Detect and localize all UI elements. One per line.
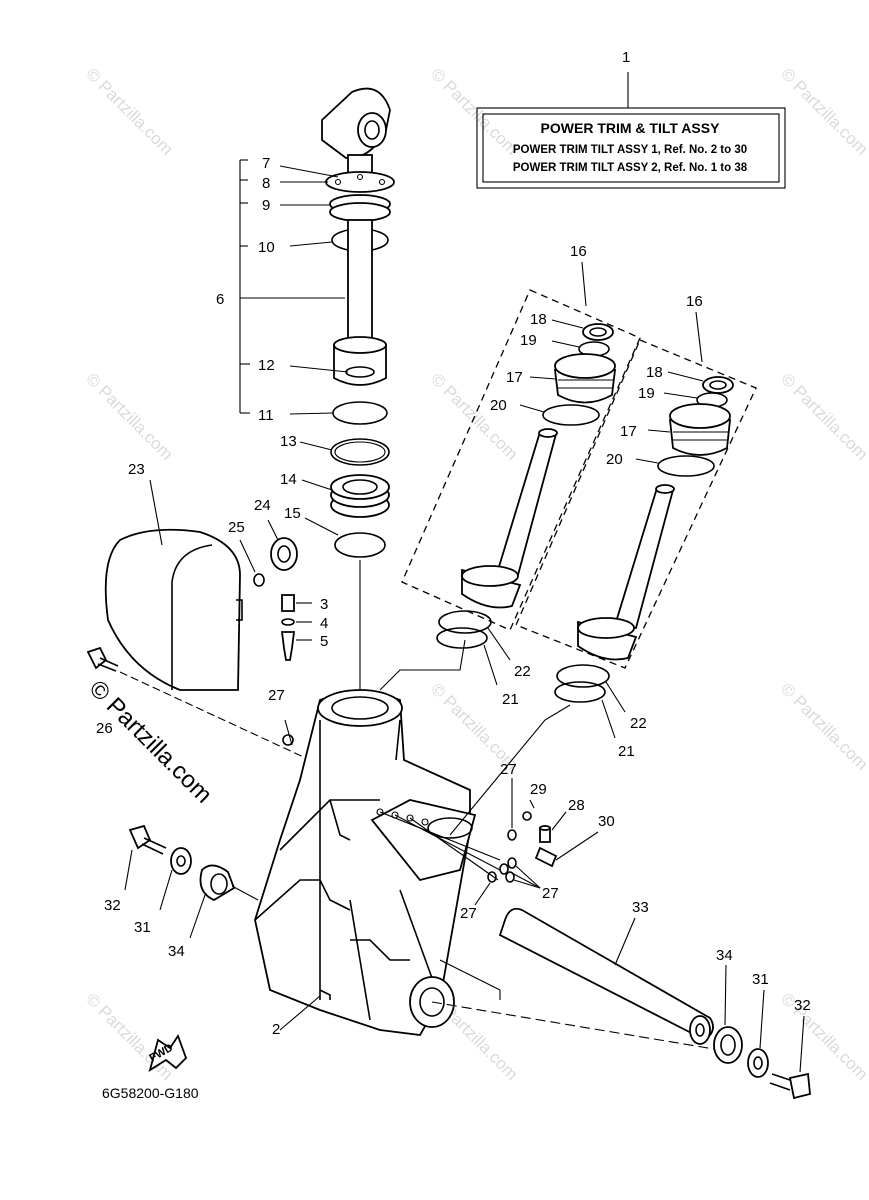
watermark-8: © Partzilla.com xyxy=(777,679,869,773)
callout-15: 15 xyxy=(284,505,301,522)
seals-left xyxy=(436,610,511,686)
callout-20-a: 20 xyxy=(490,397,507,414)
callout-21-b: 21 xyxy=(618,743,635,760)
callout-27-c: 27 xyxy=(542,885,559,902)
callout-26: 26 xyxy=(96,720,113,737)
watermark-4: © Partzilla.com xyxy=(82,369,176,463)
callout-20-b: 20 xyxy=(606,451,623,468)
cover-23 xyxy=(104,479,298,691)
title-line-1: POWER TRIM TILT ASSY 1, Ref. No. 2 to 30 xyxy=(513,144,747,156)
callout-6: 6 xyxy=(216,291,224,308)
callout-31-a: 31 xyxy=(134,919,151,936)
trim-ram-group-left xyxy=(401,261,641,631)
callout-4: 4 xyxy=(320,615,328,632)
callout-27-a: 27 xyxy=(268,687,285,704)
watermark-11: © Partzilla.com xyxy=(777,989,869,1083)
callout-12: 12 xyxy=(258,357,275,374)
callout-24: 24 xyxy=(254,497,271,514)
cylinder-body xyxy=(254,689,721,1051)
callout-7: 7 xyxy=(262,155,270,172)
callout-30: 30 xyxy=(598,813,615,830)
callout-5: 5 xyxy=(320,633,328,650)
bracket-6 xyxy=(239,159,349,536)
tilt-ram xyxy=(321,87,395,700)
callout-17-b: 17 xyxy=(620,423,637,440)
callout-18-a: 18 xyxy=(530,311,547,328)
callout-1: 1 xyxy=(622,49,630,66)
callout-16-a: 16 xyxy=(570,243,587,260)
callout-25: 25 xyxy=(228,519,245,536)
callouts: 7 8 9 10 6 12 11 13 14 15 23 24 25 3 4 5… xyxy=(96,155,811,1038)
title-heading: POWER TRIM & TILT ASSY xyxy=(541,120,721,136)
callout-19-a: 19 xyxy=(520,332,537,349)
valves xyxy=(280,594,312,661)
callout-31-b: 31 xyxy=(752,971,769,988)
watermark-bold: © Partzilla.com xyxy=(84,675,217,808)
small-parts xyxy=(474,778,599,906)
callout-21-a: 21 xyxy=(502,691,519,708)
callout-18-b: 18 xyxy=(646,364,663,381)
callout-9: 9 xyxy=(262,197,270,214)
watermark-6: © Partzilla.com xyxy=(777,369,869,463)
watermark-1: © Partzilla.com xyxy=(82,64,176,158)
callout-11: 11 xyxy=(258,407,274,424)
callout-34-b: 34 xyxy=(716,947,733,964)
pivot-tube xyxy=(498,907,811,1100)
watermark-3: © Partzilla.com xyxy=(777,64,869,158)
callout-34-a: 34 xyxy=(168,943,185,960)
callout-27-d: 27 xyxy=(460,905,477,922)
callout-13: 13 xyxy=(280,433,297,450)
callout-2: 2 xyxy=(272,1021,280,1038)
leaders xyxy=(282,639,571,836)
title-line-2: POWER TRIM TILT ASSY 2, Ref. No. 1 to 38 xyxy=(513,162,748,174)
callout-16-b: 16 xyxy=(686,293,703,310)
callout-27-b: 27 xyxy=(500,761,517,778)
title-box: 1 POWER TRIM & TILT ASSY POWER TRIM TILT… xyxy=(476,49,786,189)
trim-ram-group-right xyxy=(515,311,757,669)
seals-right xyxy=(554,664,626,739)
watermark-2: © Partzilla.com xyxy=(427,64,521,158)
callout-33: 33 xyxy=(632,899,649,916)
callout-17-a: 17 xyxy=(506,369,523,386)
callout-14: 14 xyxy=(280,471,297,488)
callout-32-b: 32 xyxy=(794,997,811,1014)
callout-23: 23 xyxy=(128,461,145,478)
watermark-9: © Partzilla.com xyxy=(82,989,176,1083)
callout-10: 10 xyxy=(258,239,275,256)
bolt-26 xyxy=(86,646,311,761)
callout-28: 28 xyxy=(568,797,585,814)
callout-22-a: 22 xyxy=(514,663,531,680)
callout-19-b: 19 xyxy=(638,385,655,402)
diagram-code: 6G58200-G180 xyxy=(102,1085,199,1101)
pivot-left xyxy=(124,824,259,939)
callout-32-a: 32 xyxy=(104,897,121,914)
callout-3: 3 xyxy=(320,596,328,613)
callout-8: 8 xyxy=(262,175,270,192)
callout-29: 29 xyxy=(530,781,547,798)
callout-22-b: 22 xyxy=(630,715,647,732)
